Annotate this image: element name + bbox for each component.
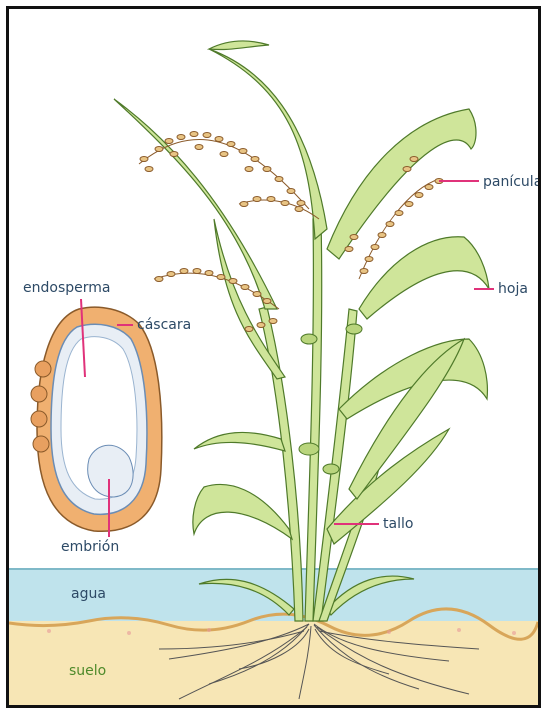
label-suelo: suelo: [69, 664, 106, 678]
label-endosperma: endosperma: [23, 281, 110, 295]
seed-embryo: [88, 445, 133, 497]
leaves: [114, 41, 489, 544]
diagram-frame: panícula hoja endosperma cáscara tallo e…: [6, 6, 541, 708]
label-cascara: cáscara: [137, 318, 191, 332]
label-hoja: hoja: [498, 282, 528, 296]
label-tallo: tallo: [383, 517, 413, 531]
stems: [259, 219, 381, 621]
label-embrion: embrión: [61, 540, 119, 554]
label-agua: agua: [71, 587, 106, 601]
seed-cross-section: [31, 307, 162, 531]
label-panicula: panícula: [483, 175, 541, 189]
